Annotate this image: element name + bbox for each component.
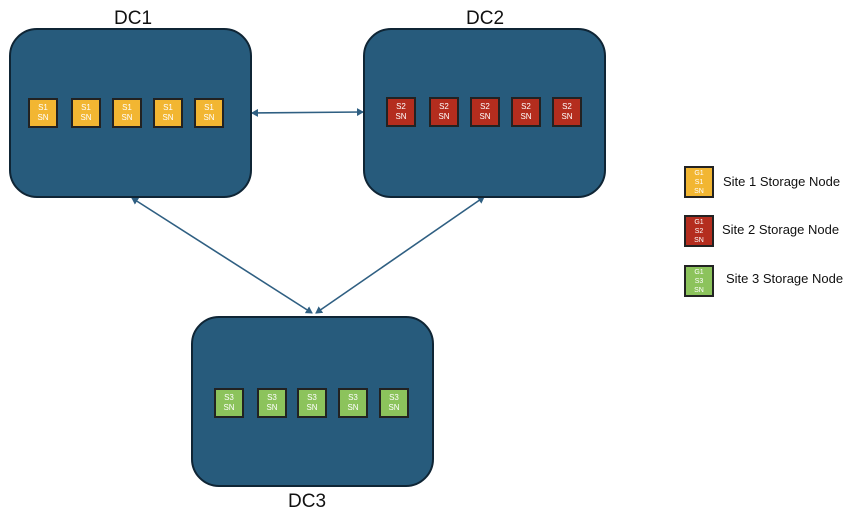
dc3-label: DC3 <box>288 491 327 512</box>
link-dc2-dc3 <box>315 196 485 314</box>
dc1-label: DC1 <box>114 8 153 29</box>
legend-label-site3: Site 3 Storage Node <box>726 271 844 286</box>
legend-label-site2: Site 2 Storage Node <box>722 222 840 237</box>
link-dc1-dc2 <box>251 108 364 117</box>
link-dc1-dc3 <box>131 197 313 314</box>
dc2-label: DC2 <box>466 8 505 29</box>
legend-label-site1: Site 1 Storage Node <box>723 174 841 189</box>
